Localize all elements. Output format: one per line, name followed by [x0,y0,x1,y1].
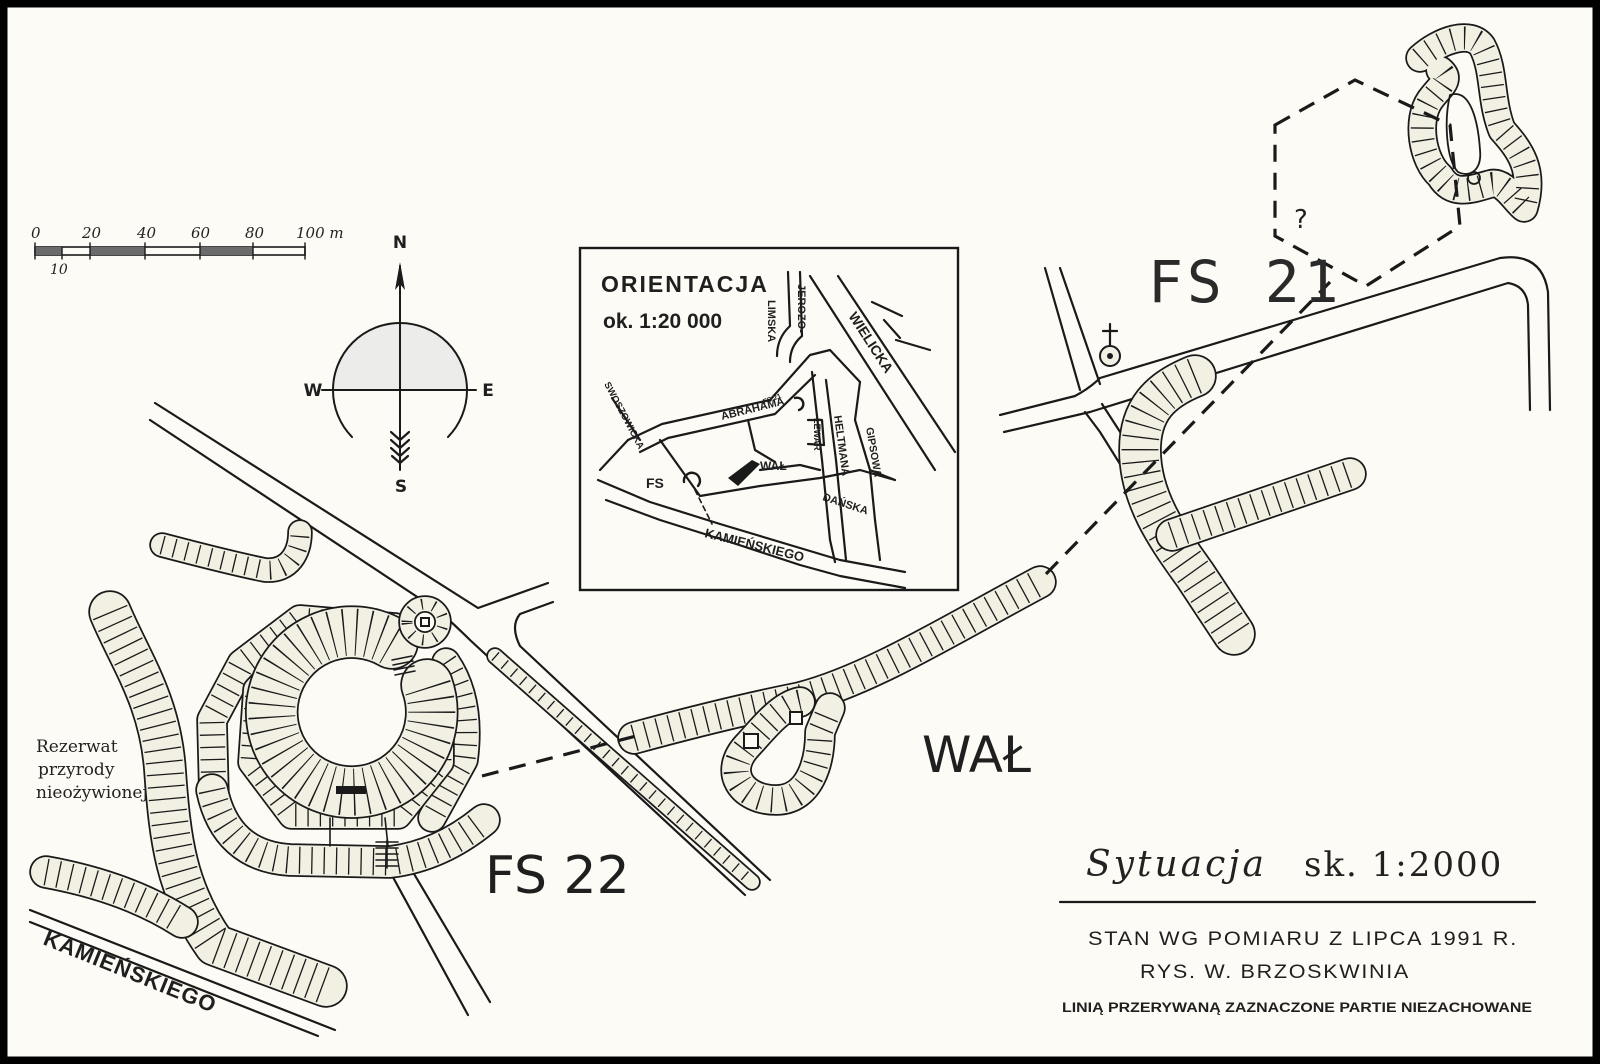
fs22-small-mound-fill [400,597,450,647]
label-fs21: FS 21 [1148,248,1343,316]
road-kamienskiego [28,908,337,1038]
roads [28,256,1552,1038]
inset-fs-label: FS [646,475,664,491]
wal-feature-square-1 [743,733,759,749]
wal-rampart-loop-fill [722,688,844,814]
road-northwest-upper [153,401,550,610]
cross-icon [1101,322,1119,348]
scale-bar-segment-0-10 [35,247,62,255]
label-reserve-2: przyrody [38,760,115,780]
title-author: RYS. W. BRZOSKWINIA [1140,962,1410,983]
label-fs22: FS 22 [485,846,630,906]
title-note: LINIĄ PRZERYWANĄ ZAZNACZONE PARTIE NIEZA… [1062,1000,1532,1015]
reserve-ridge-branch-fill [31,857,197,937]
scale-tick-100: 100 m [296,224,344,242]
northeast-mound-inner [1445,93,1482,175]
compass-w: W [304,381,323,401]
dashed-hexagon [1273,78,1462,288]
fs22-entrance-gap [329,817,389,847]
compass-axes [321,265,477,471]
scale-bar-segment-60-80 [200,247,253,255]
road-fs22-south [386,860,492,1017]
inset-road-heltmana [806,370,848,564]
inset-street-jerozolimska-1: JEROZO- [795,284,807,333]
scale-tick-0: 0 [31,224,41,242]
wal-feature-square-2 [789,711,803,725]
road-east-upper [998,256,1552,417]
earthworks [29,23,1543,1008]
fs22-south-tail-hatch [198,786,493,876]
compass-rose: N W E S [304,233,494,497]
fs22-outer-ring-east-fill [419,649,479,831]
inset-fs-ring-icon [682,396,805,488]
inset-road-wielicka [808,274,957,472]
inset-frame [578,246,960,592]
scale-tick-20: 20 [81,224,102,242]
inset-road-abrahama [626,348,862,454]
fs22-inner-horseshoe-fill [246,607,457,818]
fs22-stairs-north [391,655,416,676]
fs21-east-arm-fill [1157,459,1365,550]
unpreserved-lines [481,78,1462,778]
compass-n: N [393,233,407,253]
road-side-bank-fill [488,649,759,889]
title-situation: Sytuacja [1086,844,1267,885]
label-question: ? [1294,205,1308,235]
compass-lower-arcs [331,389,469,438]
road-east-lower [1002,281,1532,434]
title-block: Sytuacja sk. 1:2000 STAN WG POMIARU Z LI… [1058,844,1537,1015]
northeast-mound-pit [1467,171,1481,185]
title-scale: sk. 1:2000 [1304,845,1503,885]
wayside-cross-icon [1099,322,1121,367]
inset-wal-label: WAŁ [760,459,787,473]
north-arrow-icon [395,262,405,290]
inset-title: ORIENTACJA [601,271,769,297]
inset-road-swoszowicka [598,396,642,472]
inset-street-jerozolimska-2: LIMSKA [765,300,777,342]
cross-base-dot [1107,353,1113,359]
label-reserve-1: Rezerwat [36,737,118,757]
compass-s: S [395,477,407,497]
fs21-west-arm-hatch [1121,358,1250,645]
scale-bar-ticks [34,242,306,260]
inset-road-kamienskiego [596,418,907,590]
fs22-small-mound-center [420,617,430,627]
fs22-step-marker [336,786,366,794]
title-survey: STAN WG POMIARU Z LIPCA 1991 R. [1088,929,1518,950]
inset-street-lewar: LEWAR [812,418,822,451]
scale-tick-60: 60 [191,224,211,242]
label-wal: WAŁ [922,726,1031,784]
scale-bar: 0 20 40 60 80 100 m 10 [31,224,344,278]
inset-road-dashed-link [694,489,713,525]
inset-road-jerozolimska [775,270,804,364]
reserve-ridge-hatch [92,604,333,1004]
road-north-spur [1043,266,1102,392]
scale-bar-segment-20-40 [90,247,145,255]
scale-bar-outline [34,246,306,256]
scale-tick-80: 80 [245,224,265,242]
inset-wal-shape [728,460,760,486]
compass-e: E [482,381,494,401]
northwest-curved-bank-fill [151,521,311,582]
inset-scale: ok. 1:20 000 [603,310,722,333]
south-feather-icon [389,430,411,465]
orientation-inset: ORIENTACJA ok. 1:20 000 JEROZO- LIMSKA W… [578,246,960,592]
road-southeast-right [513,600,772,882]
scale-sub-label: 10 [50,262,68,278]
earthwork-details [329,93,1482,869]
dashed-wal-fs21 [1044,280,1332,576]
scale-tick-40: 40 [136,224,157,242]
label-reserve-3: nieożywionej [36,783,148,803]
